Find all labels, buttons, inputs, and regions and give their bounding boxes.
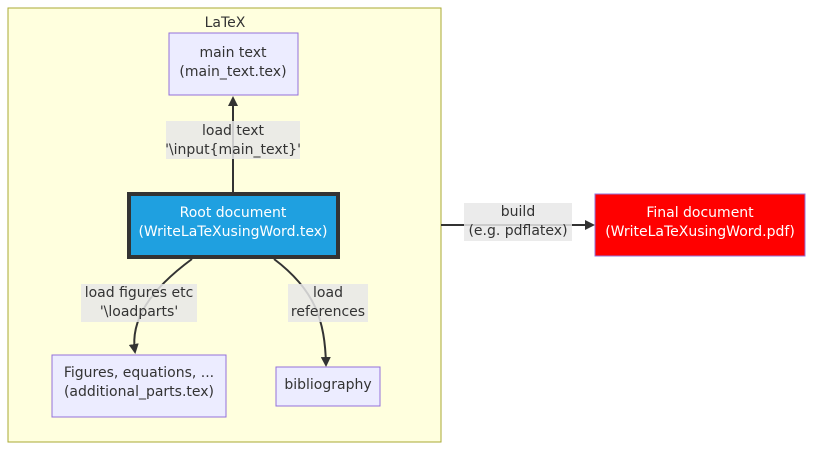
edge-label-build: build (e.g. pdflatex) bbox=[464, 203, 572, 241]
node-root-document: Root document (WriteLaTeXusingWord.tex) bbox=[127, 192, 340, 259]
cluster-title: LaTeX bbox=[205, 15, 246, 31]
edge-label-build-line2: (e.g. pdflatex) bbox=[468, 223, 567, 239]
node-figures-line2: (additional_parts.tex) bbox=[64, 384, 214, 400]
edge-label-load-references-line1: load bbox=[313, 285, 343, 301]
node-root-document-line1: Root document bbox=[180, 205, 287, 221]
node-final-document-line2: (WriteLaTeXusingWord.pdf) bbox=[605, 224, 795, 240]
node-figures-line1: Figures, equations, ... bbox=[64, 365, 214, 381]
edge-label-load-figures-line2: '\loadparts' bbox=[100, 304, 178, 320]
edge-label-load-figures-line1: load figures etc bbox=[85, 285, 194, 301]
node-final-document-line1: Final document bbox=[646, 205, 754, 221]
node-main-text-line2: (main_text.tex) bbox=[179, 64, 286, 80]
edge-label-load-references: load references bbox=[288, 284, 368, 322]
edge-label-load-references-line2: references bbox=[291, 304, 365, 320]
node-bibliography-line1: bibliography bbox=[284, 377, 371, 393]
node-figures-box bbox=[51, 354, 227, 418]
node-bibliography: bibliography bbox=[275, 366, 381, 407]
edge-label-load-text-line1: load text bbox=[202, 123, 265, 139]
node-final-document: Final document (WriteLaTeXusingWord.pdf) bbox=[594, 193, 806, 257]
node-root-document-box bbox=[127, 192, 340, 259]
node-main-text-box bbox=[168, 32, 299, 96]
edge-label-load-text: load text '\input{main_text}' bbox=[165, 121, 301, 159]
node-main-text-line1: main text bbox=[199, 45, 267, 61]
node-bibliography-box bbox=[275, 366, 381, 407]
edge-label-build-line1: build bbox=[501, 204, 535, 220]
node-main-text: main text (main_text.tex) bbox=[168, 32, 299, 96]
node-root-document-line2: (WriteLaTeXusingWord.tex) bbox=[138, 224, 327, 240]
node-final-document-box bbox=[594, 193, 806, 257]
node-figures: Figures, equations, ... (additional_part… bbox=[51, 354, 227, 418]
edge-label-load-figures: load figures etc '\loadparts' bbox=[81, 284, 197, 322]
edge-label-load-text-line2: '\input{main_text}' bbox=[165, 142, 301, 158]
